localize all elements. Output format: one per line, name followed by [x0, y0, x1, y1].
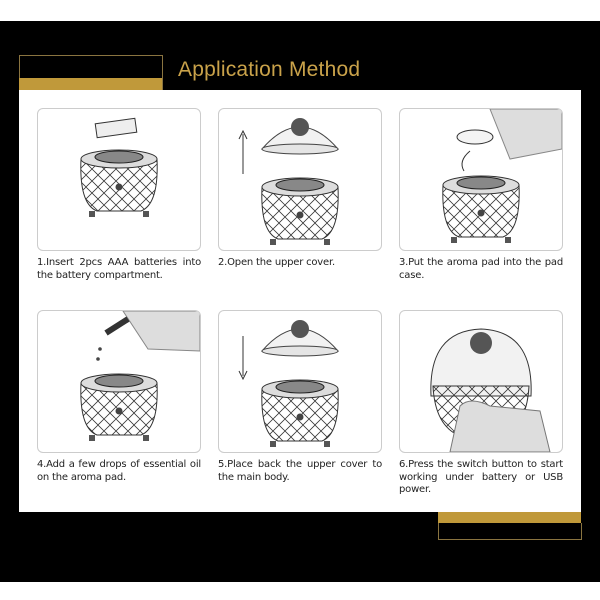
step-illustration-5: [218, 310, 382, 453]
footer-gold-bar: [438, 512, 581, 523]
oil-drops-icon: [80, 311, 200, 441]
step-illustration-6: [399, 310, 563, 453]
footer-tab: [438, 523, 582, 540]
step-caption-1: 1.Insert 2pcs AAA batteries into the bat…: [37, 257, 201, 281]
press-switch-icon: [430, 328, 551, 452]
step-caption-4: 4.Add a few drops of essential oil on th…: [37, 459, 201, 483]
page-title: Application Method: [178, 58, 361, 81]
step-caption-2: 2.Open the upper cover.: [218, 257, 335, 268]
close-cover-icon: [238, 320, 340, 447]
step-caption-6: 6.Press the switch button to start worki…: [399, 459, 563, 495]
step-illustration-3: [399, 108, 563, 251]
aroma-pad-icon: [442, 109, 562, 243]
open-cover-icon: [238, 118, 340, 245]
header-gold-bar: [19, 78, 162, 90]
step-illustration-4: [37, 310, 201, 453]
step-caption-5: 5.Place back the upper cover to the main…: [218, 459, 382, 483]
step-caption-3: 3.Put the aroma pad into the pad case.: [399, 257, 563, 281]
step-illustration-2: [218, 108, 382, 251]
step-illustration-1: [37, 108, 201, 251]
battery-insert-icon: [80, 117, 158, 217]
